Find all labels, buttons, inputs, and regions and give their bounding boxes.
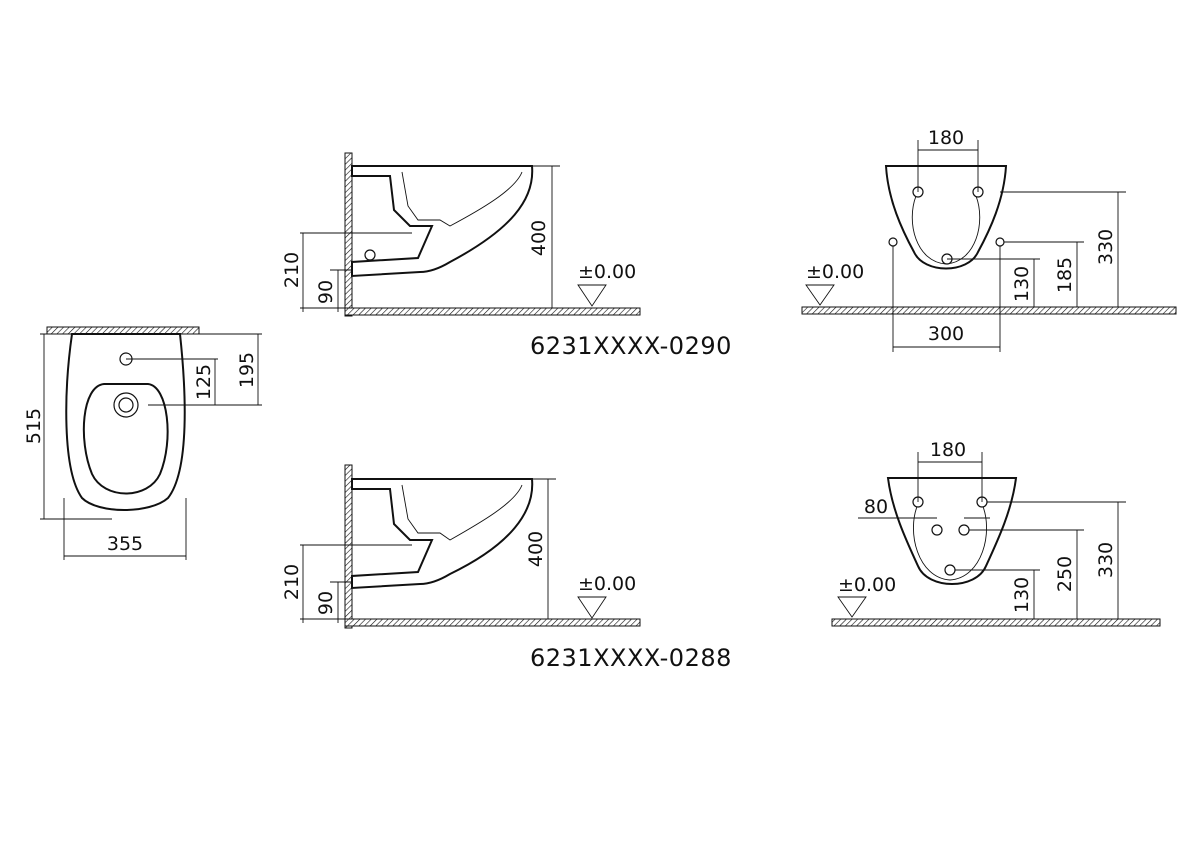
back-bottom-level-marker — [837, 596, 867, 618]
back-top-185: 185 — [1054, 257, 1076, 293]
side-bottom-wall — [344, 464, 353, 629]
side-bottom-90: 90 — [315, 591, 337, 615]
side-top-pipe — [364, 249, 376, 261]
side-top-inner — [401, 171, 523, 227]
side-top-wall — [344, 152, 353, 317]
dim-355: 355 — [107, 533, 143, 555]
side-top-level-marker — [577, 284, 607, 307]
dim-125: 125 — [193, 364, 215, 400]
side-bottom-400: 400 — [525, 531, 547, 567]
side-bottom-code: 6231XXXX-0288 — [530, 644, 732, 672]
back-top-level-marker — [805, 284, 835, 306]
front-wall — [46, 326, 200, 335]
front-view: 515 125 195 355 — [23, 326, 262, 560]
back-bottom-level: ±0.00 — [838, 574, 896, 596]
side-top-code: 6231XXXX-0290 — [530, 332, 732, 360]
side-bottom-floor — [344, 618, 641, 627]
back-top-fix-right — [995, 237, 1005, 247]
side-top-floor — [344, 307, 641, 316]
back-bottom-180: 180 — [930, 439, 966, 461]
side-bottom-210: 210 — [281, 564, 303, 600]
back-bottom-hole-bottom — [944, 564, 956, 576]
back-bottom-floor — [831, 618, 1161, 627]
dim-195: 195 — [236, 352, 258, 388]
side-view-bottom: 400 210 90 ±0.00 6231XXXX-0288 — [281, 464, 732, 672]
side-top-level: ±0.00 — [578, 261, 636, 283]
drain-inner — [118, 397, 134, 413]
bidet-bowl — [82, 383, 169, 495]
back-view-bottom: 180 80 330 250 130 ±0.00 — [831, 439, 1161, 627]
side-bottom-level-marker — [577, 596, 607, 619]
dim-515: 515 — [23, 408, 45, 444]
side-bottom-bidet — [351, 478, 534, 590]
back-view-top: 180 300 330 185 130 ±0.00 — [801, 127, 1177, 352]
back-bottom-hole-mid-right — [958, 524, 970, 536]
back-bottom-330: 330 — [1095, 542, 1117, 578]
back-bottom-130: 130 — [1011, 577, 1033, 613]
side-top-210: 210 — [281, 252, 303, 288]
side-bottom-level: ±0.00 — [578, 573, 636, 595]
back-bottom-hole-mid-left — [931, 524, 943, 536]
back-top-level: ±0.00 — [806, 261, 864, 283]
back-top-floor — [801, 306, 1177, 315]
back-top-300: 300 — [928, 323, 964, 345]
side-top-90: 90 — [315, 280, 337, 304]
back-bottom-inner — [913, 503, 987, 581]
back-bottom-250: 250 — [1054, 556, 1076, 592]
back-top-130: 130 — [1011, 266, 1033, 302]
side-view-top: 400 210 90 ±0.00 6231XXXX-0290 — [281, 152, 732, 360]
side-bottom-inner — [401, 484, 523, 541]
back-top-bidet — [884, 165, 1008, 270]
back-top-330: 330 — [1095, 229, 1117, 265]
side-top-400: 400 — [528, 220, 550, 256]
back-top-180: 180 — [928, 127, 964, 149]
back-top-fix-left — [888, 237, 898, 247]
back-bottom-80: 80 — [864, 496, 888, 518]
